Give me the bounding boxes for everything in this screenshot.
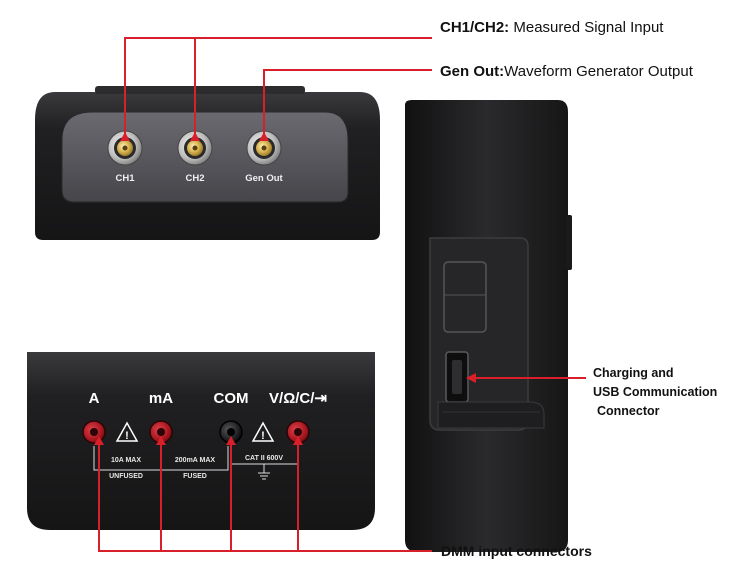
arrowhead — [94, 436, 104, 445]
callout-charging-line1: Charging and — [593, 366, 674, 380]
svg-text:!: ! — [125, 430, 129, 442]
top-panel-ridge — [95, 86, 305, 94]
bnc-connector-ch2[interactable] — [177, 130, 213, 166]
rating-fused: FUSED — [183, 473, 207, 480]
arrowhead — [156, 436, 166, 445]
callout-gen-text: Waveform Generator Output — [504, 63, 693, 80]
ground-icon — [258, 472, 270, 480]
callout-charging: Charging and USB Communication Connector — [593, 364, 717, 421]
bnc-connector-ch1[interactable] — [107, 130, 143, 166]
callout-gen-title: Gen Out: — [440, 63, 505, 80]
port-flap — [437, 401, 545, 429]
arrowhead — [466, 373, 476, 383]
callout-charging-line3: Connector — [597, 404, 660, 418]
leader-dmm — [98, 440, 432, 552]
svg-text:!: ! — [261, 430, 265, 442]
bnc-label-gen-out: Gen Out — [245, 173, 283, 184]
rating-200ma: 200mA MAX — [175, 457, 216, 464]
rating-10a: 10A MAX — [111, 457, 141, 464]
bottom-panel: A mA COM V/Ω/C/⇥ ! ! — [27, 352, 375, 530]
callout-ch-text: Measured Signal Input — [513, 19, 664, 36]
warning-icon: ! — [115, 421, 139, 442]
callout-charging-line2: USB Communication — [593, 385, 718, 399]
top-panel: CH1 CH2 Gen Out — [35, 86, 380, 240]
rating-cat: CAT II 600V — [245, 455, 283, 462]
warning-icon: ! — [251, 421, 275, 442]
sd-card-slot[interactable] — [443, 261, 487, 333]
jack-a[interactable] — [82, 420, 106, 444]
arrowhead — [190, 132, 200, 141]
callout-ch-title: CH1/CH2: — [440, 19, 510, 36]
leader-ch1 — [124, 37, 432, 138]
bottom-panel-body — [27, 352, 375, 530]
callout-gen-out: Gen Out:Waveform Generator Output — [440, 63, 693, 80]
rating-unfused: UNFUSED — [109, 473, 143, 480]
leader-lines — [98, 37, 586, 552]
jack-label-ma: mA — [149, 390, 173, 407]
jack-label-v-ohm-c-diode: V/Ω/C/⇥ — [269, 390, 327, 407]
bnc-label-ch1: CH1 — [115, 173, 135, 184]
leader-arrowheads — [94, 132, 476, 445]
callout-ch1-ch2: CH1/CH2: Measured Signal Input — [440, 19, 663, 36]
side-button — [566, 215, 572, 270]
arrowhead — [120, 132, 130, 141]
bnc-label-ch2: CH2 — [185, 173, 204, 184]
arrowhead — [259, 132, 269, 141]
side-view — [405, 100, 572, 552]
jack-label-com: COM — [214, 390, 249, 407]
callout-dmm: DMM input connectors — [441, 543, 592, 559]
arrowhead — [226, 436, 236, 445]
arrowhead — [293, 436, 303, 445]
leader-gen-out — [263, 69, 432, 138]
jack-label-a: A — [89, 390, 100, 407]
